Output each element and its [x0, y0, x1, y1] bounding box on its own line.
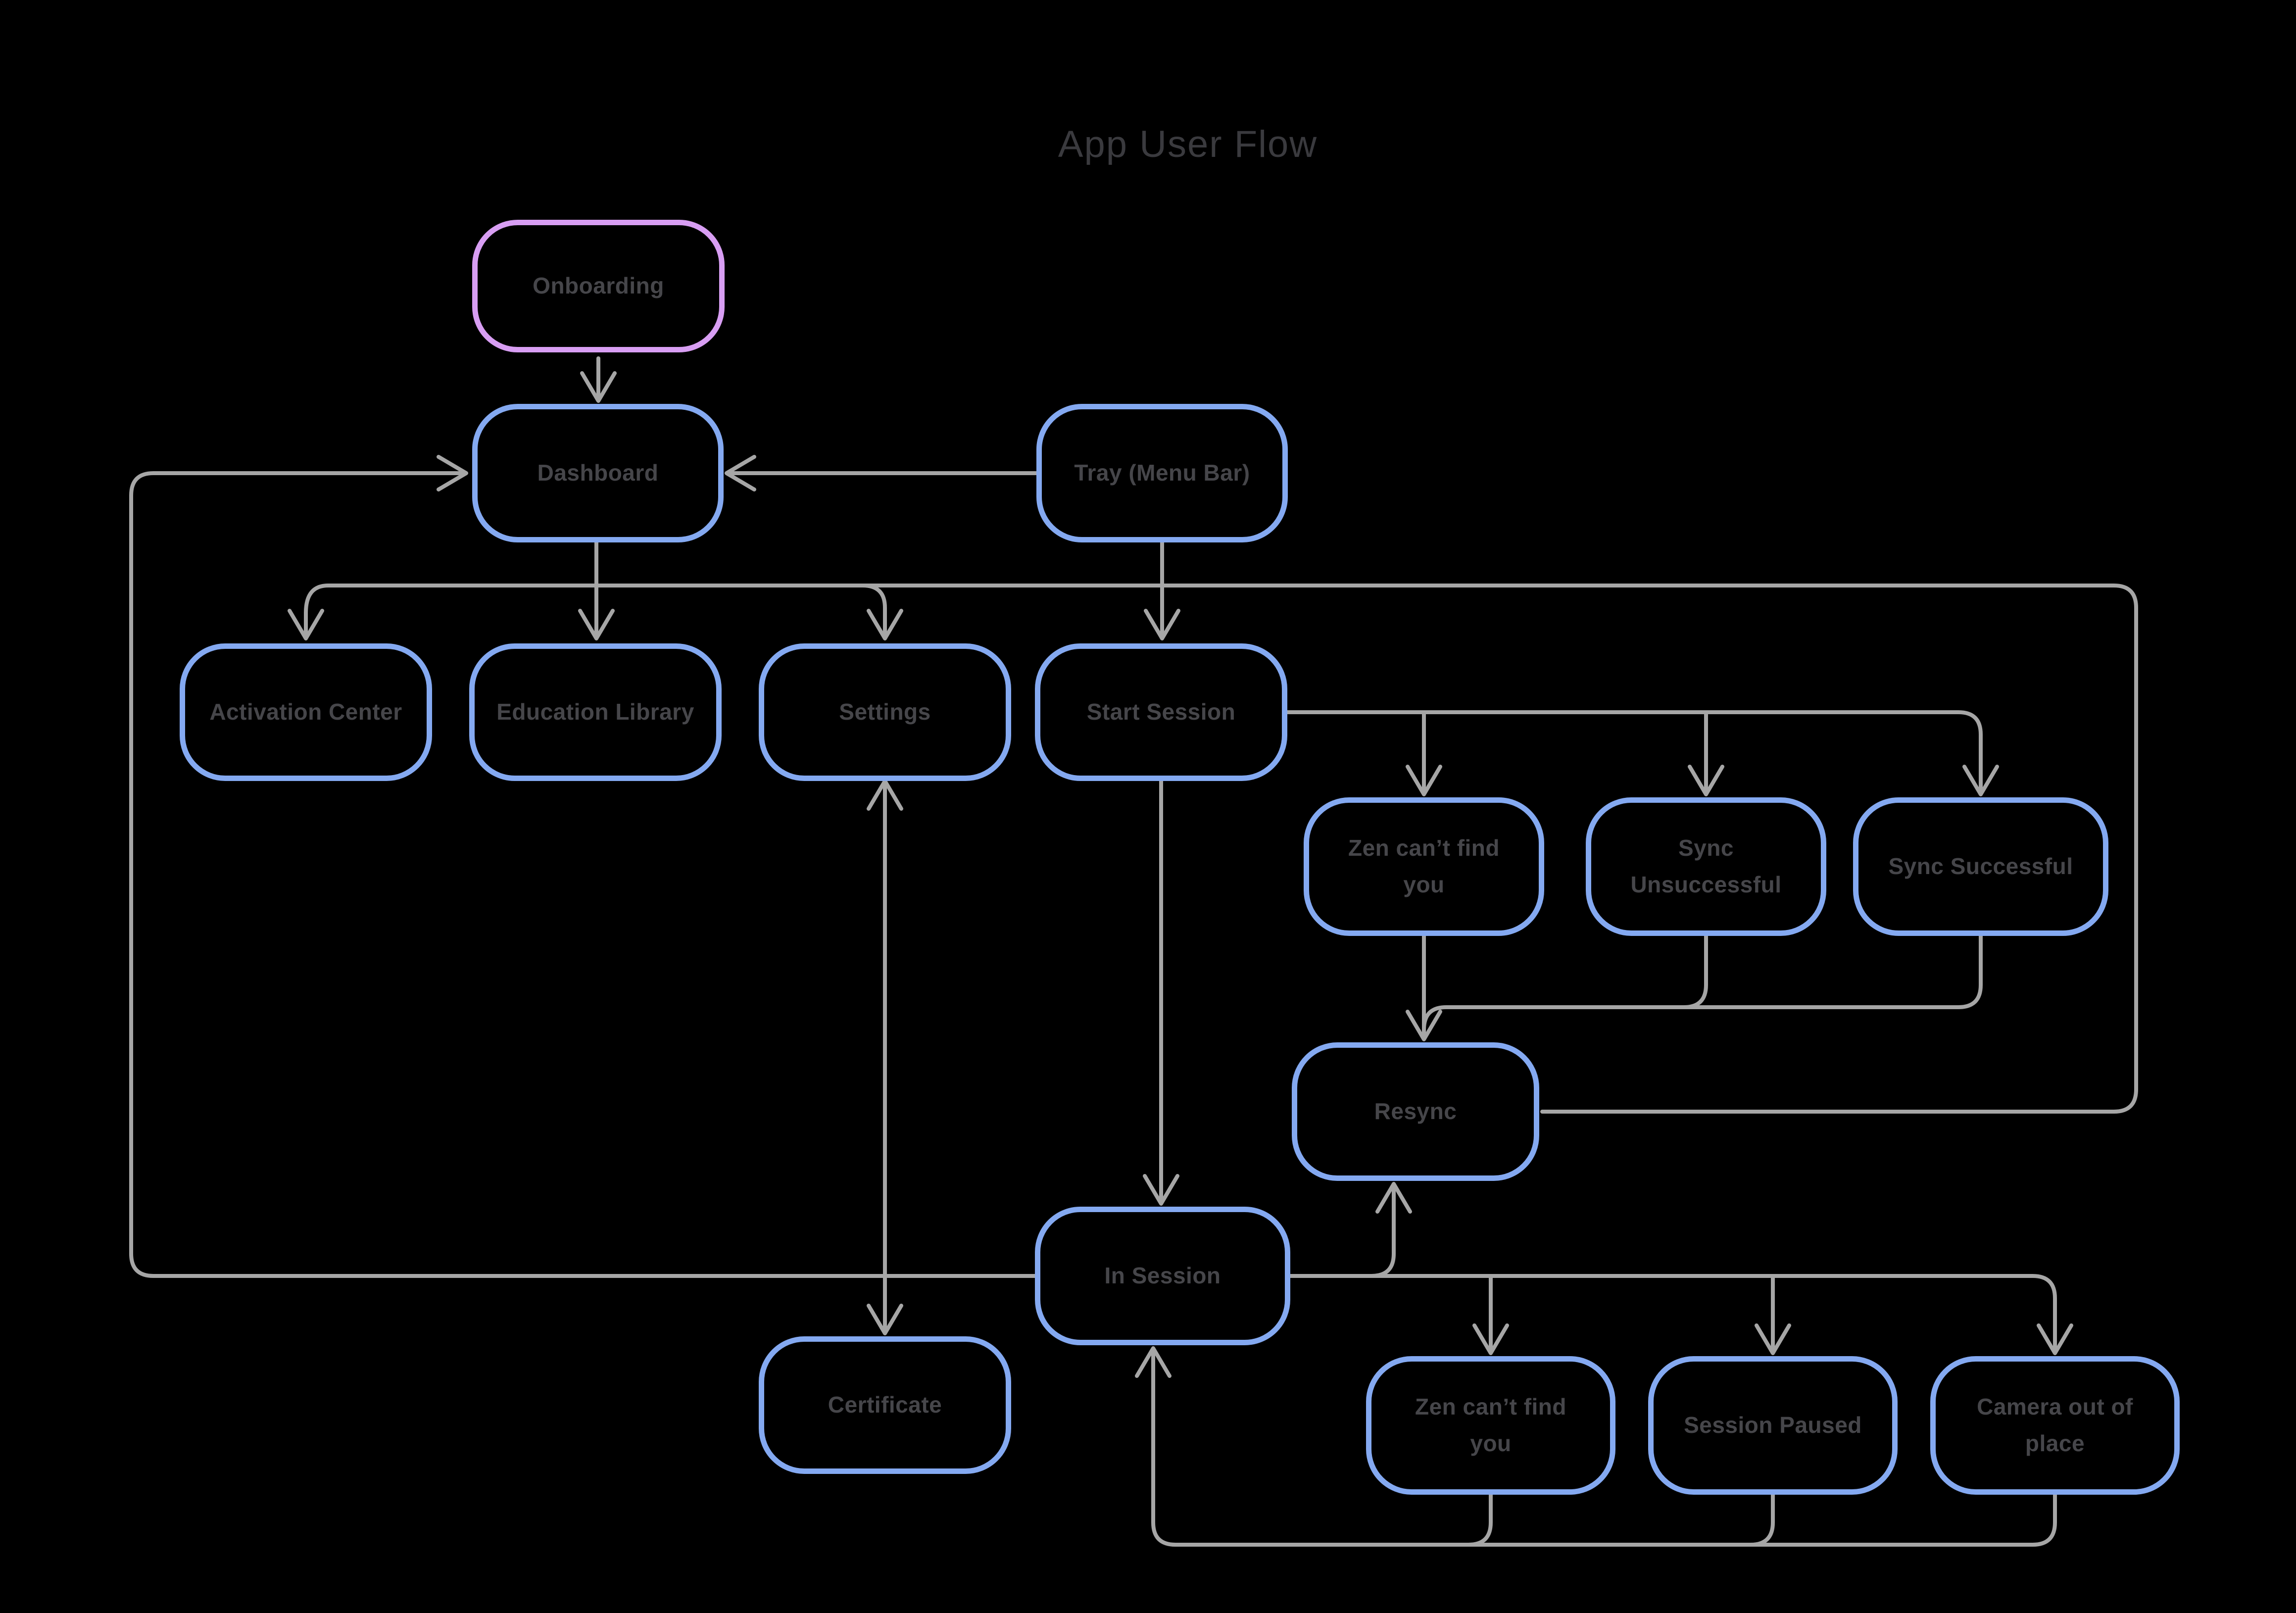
node-settings[interactable]: Settings — [759, 643, 1011, 781]
node-tray-menu-bar-label: Tray (Menu Bar) — [1074, 460, 1250, 486]
edge-zen-resync — [1406, 934, 1442, 1041]
node-education-library[interactable]: Education Library — [469, 643, 722, 781]
node-dashboard-label: Dashboard — [537, 460, 659, 486]
edge-sync-successful-merge — [1422, 934, 1983, 1031]
node-activation-center[interactable]: Activation Center — [180, 643, 432, 781]
edge-sync-unsuccessful-merge — [1682, 934, 1708, 1009]
node-activation-center-label: Activation Center — [209, 699, 402, 725]
edge-events-return-loop — [1135, 1346, 2057, 1547]
edge-rail-education-library — [578, 584, 615, 640]
node-onboarding-label: Onboarding — [533, 273, 664, 299]
edge-outcomes-branch-sync-unsuccessful — [1688, 710, 1724, 796]
node-education-library-label: Education Library — [496, 699, 694, 725]
edge-in-session-dashboard-loop — [129, 455, 1037, 1278]
node-start-session-label: Start Session — [1086, 699, 1236, 725]
node-certificate[interactable]: Certificate — [759, 1336, 1011, 1474]
node-zen-cant-find-you-session-label: Zen can’t find you — [1415, 1394, 1566, 1456]
edge-rail-settings — [861, 584, 903, 640]
node-zen-cant-find-you-session[interactable]: Zen can’t find you — [1366, 1356, 1615, 1495]
node-tray-menu-bar[interactable]: Tray (Menu Bar) — [1036, 404, 1288, 542]
node-session-paused[interactable]: Session Paused — [1648, 1356, 1898, 1495]
diagram-title: App User Flow — [1058, 123, 1318, 165]
node-session-paused-label: Session Paused — [1684, 1412, 1862, 1438]
node-onboarding[interactable]: Onboarding — [472, 220, 725, 352]
node-certificate-label: Certificate — [828, 1392, 942, 1418]
edge-start-session-outcomes-rail — [1285, 710, 1999, 796]
node-zen-cant-find-you-sync-label: Zen can’t find you — [1348, 835, 1500, 897]
node-start-session[interactable]: Start Session — [1035, 643, 1287, 781]
node-resync[interactable]: Resync — [1292, 1042, 1539, 1181]
node-dashboard[interactable]: Dashboard — [472, 404, 724, 542]
edge-in-session-events-rail — [1288, 1274, 2073, 1355]
node-camera-out-of-place-label: Camera out of place — [1977, 1394, 2133, 1456]
edge-return-stub-session-paused — [1749, 1493, 1775, 1547]
node-in-session[interactable]: In Session — [1035, 1207, 1290, 1345]
node-zen-cant-find-you-sync[interactable]: Zen can’t find you — [1304, 797, 1544, 936]
node-camera-out-of-place[interactable]: Camera out of place — [1930, 1356, 2180, 1495]
node-in-session-label: In Session — [1104, 1263, 1221, 1289]
node-sync-successful[interactable]: Sync Successful — [1853, 797, 2108, 936]
edge-tray-dashboard — [725, 455, 1038, 491]
node-sync-unsuccessful-label: Sync Unsuccessful — [1630, 835, 1782, 897]
node-resync-label: Resync — [1374, 1098, 1457, 1124]
edge-in-session-settings-certificate — [867, 779, 903, 1335]
edge-onboarding-dashboard — [580, 356, 617, 403]
edge-start-session-in-session — [1143, 779, 1179, 1206]
node-sync-unsuccessful[interactable]: Sync Unsuccessful — [1586, 797, 1826, 936]
edge-events-branch-zen — [1472, 1274, 1509, 1355]
edge-return-stub-zen — [1466, 1493, 1493, 1547]
edge-rail-activation-center — [288, 609, 324, 640]
edge-tray-start-session — [1144, 540, 1180, 640]
node-settings-label: Settings — [839, 699, 931, 725]
edge-dashboard-rail-to-resync — [304, 584, 2138, 1114]
node-sync-successful-label: Sync Successful — [1888, 853, 2073, 880]
edge-in-session-resync — [1369, 1182, 1412, 1278]
edge-events-branch-session-paused — [1755, 1274, 1791, 1355]
edge-outcomes-branch-zen — [1406, 710, 1442, 796]
